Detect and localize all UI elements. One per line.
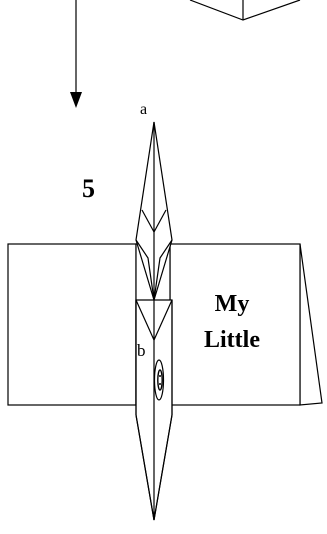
- down-arrow-icon: [70, 0, 82, 108]
- upper-flap: [135, 121, 173, 303]
- apex-label: a: [140, 101, 147, 118]
- right-back-flap: [299, 243, 323, 406]
- cover-title-line2: Little: [204, 327, 260, 353]
- lower-flap: [135, 299, 173, 521]
- spine-eye-mark: [153, 359, 165, 401]
- previous-step-box: [189, 0, 301, 21]
- cover-title-line1: My: [215, 291, 250, 317]
- side-label: b: [137, 341, 146, 360]
- cover-page: [169, 243, 301, 406]
- step-number: 5: [82, 174, 95, 203]
- left-page: [7, 243, 137, 406]
